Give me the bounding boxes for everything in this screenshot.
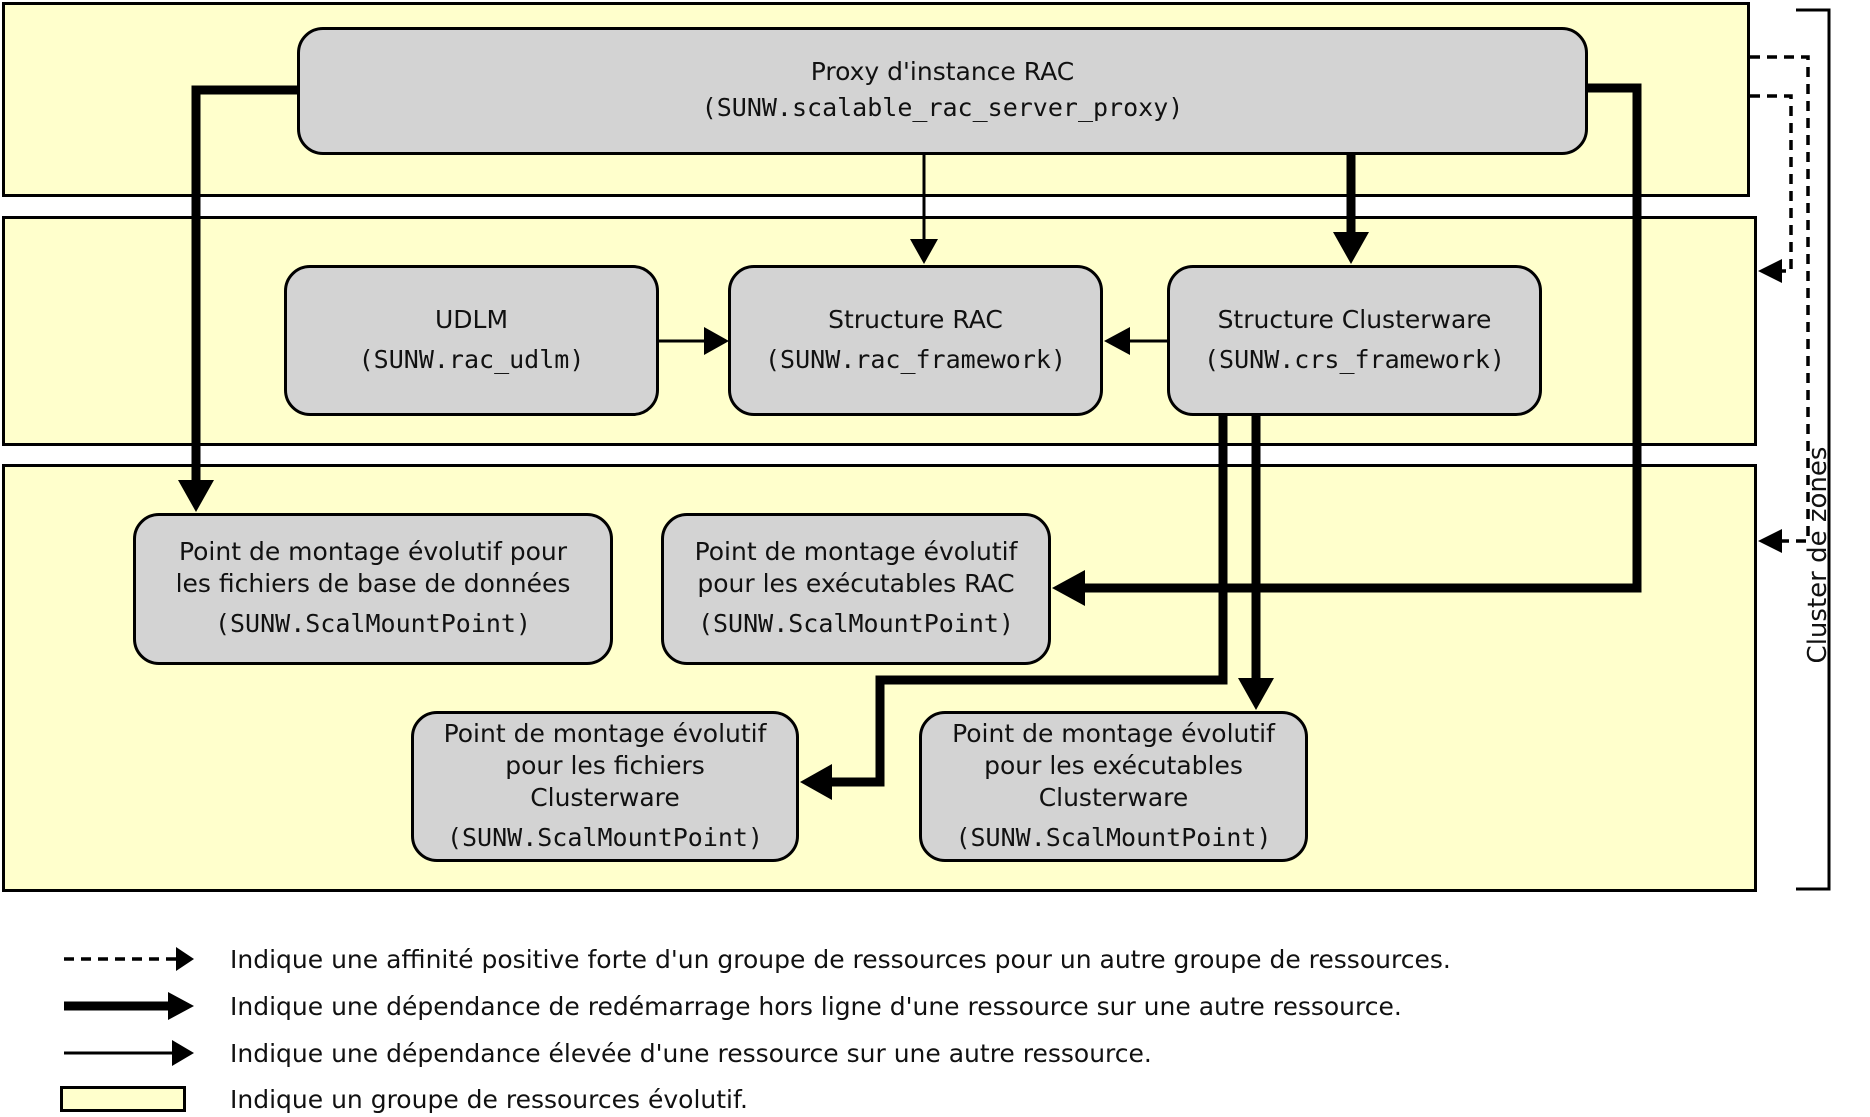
resource-type: (SUNW.scalable_rac_server_proxy) [701,93,1184,122]
resource-scalmount-clusterware-files[interactable]: Point de montage évolutif pour les fichi… [411,711,799,862]
resource-type: (SUNW.ScalMountPoint) [446,822,764,852]
resource-name: Point de montage évolutif pour les exécu… [952,718,1275,812]
legend-affinity: Indique une affinité positive forte d'un… [54,941,1451,977]
resource-type: (SUNW.ScalMountPoint) [697,609,1015,638]
resource-name: Proxy d'instance RAC [810,57,1075,86]
legend-offline-restart: Indique une dépendance de redémarrage ho… [54,988,1402,1024]
resource-name: Point de montage évolutif pour les fichi… [443,718,767,812]
arrowhead [1758,529,1782,553]
resource-type: (SUNW.ScalMountPoint) [955,822,1272,852]
legend-strong-dependency: Indique une dépendance élevée d'une ress… [54,1035,1152,1071]
legend-affinity-text: Indique une affinité positive forte d'un… [230,944,1451,974]
resource-scalmount-clusterware-binaries[interactable]: Point de montage évolutif pour les exécu… [919,711,1308,862]
arrowhead [1758,259,1782,283]
thin-arrow-icon [64,1040,194,1066]
resource-scalmount-rac-binaries[interactable]: Point de montage évolutif pour les exécu… [661,513,1051,665]
resource-name: UDLM [434,304,509,334]
resource-crs-framework[interactable]: Structure Clusterware (SUNW.crs_framewor… [1167,265,1542,416]
resource-type: (SUNW.ScalMountPoint) [214,609,532,638]
resource-rac-framework[interactable]: Structure RAC (SUNW.rac_framework) [728,265,1103,416]
legend-scalable-group: Indique un groupe de ressources évolutif… [54,1081,748,1117]
resource-type: (SUNW.rac_udlm) [358,344,585,374]
legend-strong-dependency-text: Indique une dépendance élevée d'une ress… [230,1038,1152,1068]
resource-name: Point de montage évolutif pour les fichi… [175,537,571,598]
affinity-arrow-proxy-to-storage-group [1750,55,1810,543]
thick-arrow-icon [64,992,194,1020]
resource-udlm[interactable]: UDLM (SUNW.rac_udlm) [284,265,659,416]
resource-name: Structure Clusterware [1217,304,1492,334]
legend-offline-restart-text: Indique une dépendance de redémarrage ho… [230,991,1402,1021]
zone-cluster-label-text: Cluster de zones [1803,446,1833,664]
scalable-group-swatch [60,1086,186,1112]
legend-scalable-group-text: Indique un groupe de ressources évolutif… [230,1084,748,1114]
resource-name: Point de montage évolutif pour les exécu… [694,537,1018,598]
resource-type: (SUNW.crs_framework) [1203,344,1506,374]
resource-type: (SUNW.rac_framework) [764,344,1067,374]
resource-scalmount-db-files[interactable]: Point de montage évolutif pour les fichi… [133,513,613,665]
resource-rac-proxy[interactable]: Proxy d'instance RAC (SUNW.scalable_rac_… [297,27,1588,155]
resource-name: Structure RAC [828,304,1003,334]
dashed-arrow-icon [64,947,194,971]
